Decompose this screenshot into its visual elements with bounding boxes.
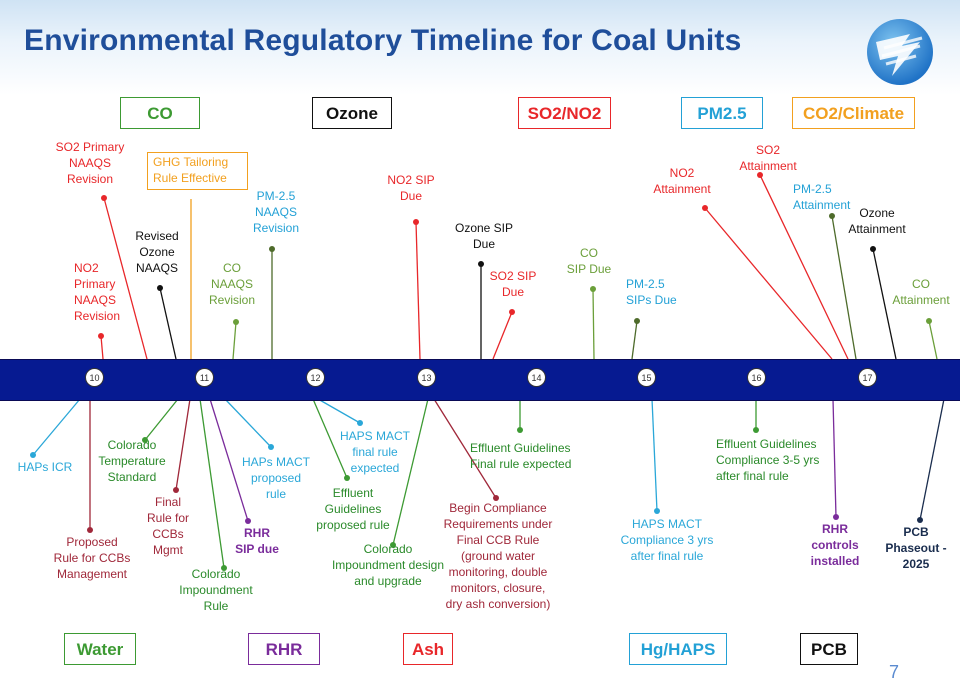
annotation-pm25-attainment: PM-2.5 Attainment (793, 182, 851, 212)
annotation-haps-mact-proposed: HAPs MACT proposed rule (241, 455, 310, 501)
annotation-effluent-guidelines-proposed: Effluent Guidelines proposed rule (316, 486, 390, 532)
category-ozone: Ozone (312, 97, 392, 129)
annotation-proposed-rule-ccbs: Proposed Rule for CCBs Management (53, 535, 131, 581)
year-marker: 13 (417, 368, 436, 387)
annotation-co-naaqs-revision: CO NAAQS Revision (208, 261, 256, 307)
annotation-no2-sip-due: NO2 SIP Due (387, 173, 435, 203)
year-marker: 17 (858, 368, 877, 387)
annotation-haps-mact-compliance: HAPS MACT Compliance 3 yrs after final r… (620, 517, 714, 563)
year-marker: 14 (527, 368, 546, 387)
page-title: Environmental Regulatory Timeline for Co… (24, 24, 742, 57)
year-marker: 10 (85, 368, 104, 387)
annotation-ozone-attainment: Ozone Attainment (848, 206, 906, 236)
annotation-haps-mact-final: HAPS MACT final rule expected (339, 429, 410, 475)
category-pcb: PCB (800, 633, 858, 665)
category-ash: Ash (403, 633, 453, 665)
page-number: 7 (889, 662, 900, 682)
company-logo (867, 19, 933, 85)
year-marker: 12 (306, 368, 325, 387)
category-pm25: PM2.5 (681, 97, 763, 129)
annotation-co-attainment: CO Attainment (892, 277, 950, 307)
annotation-rhr-controls-installed: RHR controls installed (810, 522, 860, 568)
category-co: CO (120, 97, 200, 129)
category-hg-haps: Hg/HAPS (629, 633, 727, 665)
annotation-so2-attainment: SO2 Attainment (739, 143, 797, 173)
year-marker: 15 (637, 368, 656, 387)
year-marker: 16 (747, 368, 766, 387)
category-co2-climate: CO2/Climate (792, 97, 915, 129)
annotation-pcb-phaseout: PCB Phaseout - 2025 (885, 525, 947, 571)
annotation-rhr-sip-due: RHR SIP due (235, 526, 279, 556)
category-rhr: RHR (248, 633, 320, 665)
annotation-colorado-temperature-standard: Colorado Temperature Standard (98, 438, 166, 484)
annotation-begin-compliance-ccb: Begin Compliance Requirements under Fina… (443, 501, 553, 611)
annotation-haps-icr: HAPs ICR (17, 460, 73, 474)
annotation-colorado-impoundment-design: Colorado Impoundment design and upgrade (331, 542, 445, 588)
annotation-final-rule-ccbs: Final Rule for CCBs Mgmt (146, 495, 190, 557)
annotation-pm25-sips-due: PM-2.5 SIPs Due (626, 277, 677, 307)
annotation-so2-primary-naaqs: SO2 Primary NAAQS Revision (55, 140, 125, 186)
annotation-colorado-impoundment-rule: Colorado Impoundment Rule (179, 567, 253, 613)
year-marker: 11 (195, 368, 214, 387)
annotation-ozone-sip-due: Ozone SIP Due (454, 221, 514, 251)
annotation-effluent-guidelines-final: Effluent Guidelines Final rule expected (470, 441, 572, 471)
category-water: Water (64, 633, 136, 665)
annotation-ghg-tailoring-rule: GHG Tailoring Rule Effective (147, 152, 248, 190)
timeline-bar (0, 359, 960, 401)
annotation-co-sip-due: CO SIP Due (566, 246, 612, 276)
category-so2-no2: SO2/NO2 (518, 97, 611, 129)
annotation-no2-primary-naaqs: NO2 Primary NAAQS Revision (74, 261, 121, 323)
annotation-effluent-guidelines-compliance: Effluent Guidelines Compliance 3-5 yrs a… (716, 437, 820, 483)
annotation-no2-attainment: NO2 Attainment (653, 166, 711, 196)
annotation-so2-sip-due: SO2 SIP Due (489, 269, 537, 299)
annotation-pm25-naaqs-revision: PM-2.5 NAAQS Revision (252, 189, 300, 235)
annotation-revised-ozone-naaqs: Revised Ozone NAAQS (135, 229, 179, 275)
